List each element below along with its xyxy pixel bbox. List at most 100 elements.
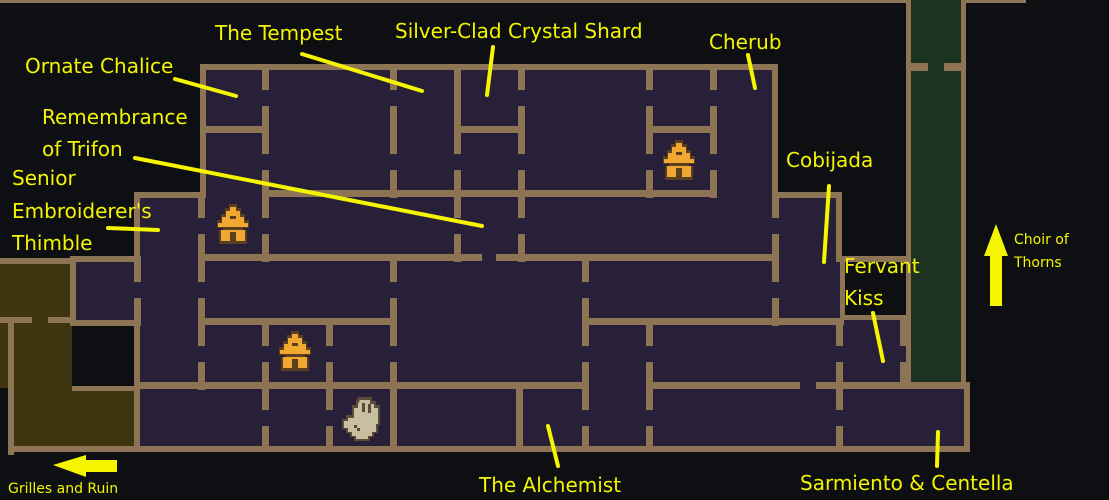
wall xyxy=(496,254,778,261)
wall xyxy=(200,126,268,133)
pointer-cobijada xyxy=(822,184,831,264)
wall xyxy=(0,317,32,323)
wall xyxy=(262,190,716,197)
wall xyxy=(262,426,269,446)
wall xyxy=(836,320,843,346)
label-remembrance-line1: Remembrance xyxy=(42,105,188,129)
label-cobijada: Cobijada xyxy=(786,148,874,172)
wall xyxy=(262,362,269,410)
label-senior-line3: Thimble xyxy=(12,231,93,255)
room-fill xyxy=(140,320,840,384)
wall xyxy=(8,317,14,455)
hand-marker-icon xyxy=(340,395,386,447)
wall xyxy=(518,106,525,154)
wall xyxy=(262,320,269,346)
wall xyxy=(390,170,397,198)
wall xyxy=(326,426,333,446)
pointer-cherub xyxy=(746,53,757,90)
label-the-alchemist: The Alchemist xyxy=(479,473,622,497)
wall xyxy=(582,426,589,446)
wall xyxy=(772,234,779,282)
pointer-senior-thimble xyxy=(106,226,160,232)
wall xyxy=(518,64,525,90)
wall xyxy=(710,64,717,90)
label-senior-line2: Embroiderer's xyxy=(12,199,152,223)
wall xyxy=(262,106,269,154)
wall xyxy=(390,362,397,446)
wall xyxy=(454,64,461,154)
wall xyxy=(198,298,205,346)
label-silver-clad-crystal-shard: Silver-Clad Crystal Shard xyxy=(395,19,643,43)
arrow-up-icon xyxy=(984,224,1008,306)
wall xyxy=(816,382,970,389)
wall xyxy=(900,320,907,346)
label-fervant-line1: Fervant xyxy=(844,254,920,278)
label-sarmiento-centella: Sarmiento & Centella xyxy=(800,471,1014,495)
wall xyxy=(836,426,843,446)
pointer-remembrance xyxy=(133,156,484,228)
wall xyxy=(134,298,141,326)
pointer-silver-clad xyxy=(485,45,495,97)
exit-label-grilles-and-ruin: Grilles and Ruin xyxy=(8,481,119,497)
wall xyxy=(456,126,524,133)
arrow-left-icon xyxy=(53,455,117,477)
label-the-tempest: The Tempest xyxy=(215,21,343,45)
wall xyxy=(582,298,589,346)
wall xyxy=(772,192,779,218)
wall xyxy=(582,362,589,410)
wall xyxy=(454,170,461,218)
pointer-the-tempest xyxy=(300,52,424,93)
room-fill xyxy=(140,198,836,262)
wall xyxy=(710,106,717,154)
void-block xyxy=(72,322,136,391)
exit-label-choir-line1: Choir of xyxy=(1014,232,1069,248)
pointer-ornate-chalice xyxy=(173,77,238,98)
wall xyxy=(8,446,138,452)
wall xyxy=(518,234,525,262)
wall xyxy=(454,234,461,262)
wall xyxy=(582,256,589,282)
wall xyxy=(648,382,800,389)
wall xyxy=(390,256,397,282)
wall xyxy=(966,0,1026,3)
wall xyxy=(198,234,205,282)
wall xyxy=(390,64,397,90)
label-ornate-chalice: Ornate Chalice xyxy=(25,54,174,78)
room-fill xyxy=(840,320,906,384)
exit-label-choir-line2: Thorns xyxy=(1014,255,1062,271)
prie-dieu-shrine-icon[interactable] xyxy=(660,140,698,190)
wall xyxy=(646,426,653,446)
wall xyxy=(646,362,653,410)
prie-dieu-shrine-icon[interactable] xyxy=(214,204,252,254)
wall xyxy=(262,170,269,218)
wall xyxy=(646,64,653,90)
adjacent-area-green xyxy=(911,320,961,382)
wall xyxy=(518,170,525,218)
label-cherub: Cherub xyxy=(709,30,782,54)
wall xyxy=(326,320,333,346)
wall xyxy=(516,382,523,446)
wall xyxy=(390,298,397,346)
wall xyxy=(0,0,906,3)
wall xyxy=(906,63,928,71)
wall xyxy=(944,63,966,71)
wall xyxy=(772,298,779,326)
adjacent-area-olive xyxy=(10,385,140,449)
pointer-sarmiento xyxy=(935,430,940,468)
wall xyxy=(134,382,536,389)
wall xyxy=(262,234,269,262)
pointer-the-alchemist xyxy=(546,424,560,468)
wall xyxy=(900,362,907,386)
label-fervant-line2: Kiss xyxy=(844,286,884,310)
wall xyxy=(648,126,716,133)
wall xyxy=(646,106,653,154)
wall xyxy=(390,106,397,154)
wall xyxy=(496,382,584,389)
prie-dieu-shrine-icon[interactable] xyxy=(276,331,314,381)
wall xyxy=(646,320,653,346)
wall xyxy=(710,170,717,198)
wall xyxy=(200,318,394,325)
wall xyxy=(200,254,482,261)
label-senior-line1: Senior xyxy=(12,166,76,190)
